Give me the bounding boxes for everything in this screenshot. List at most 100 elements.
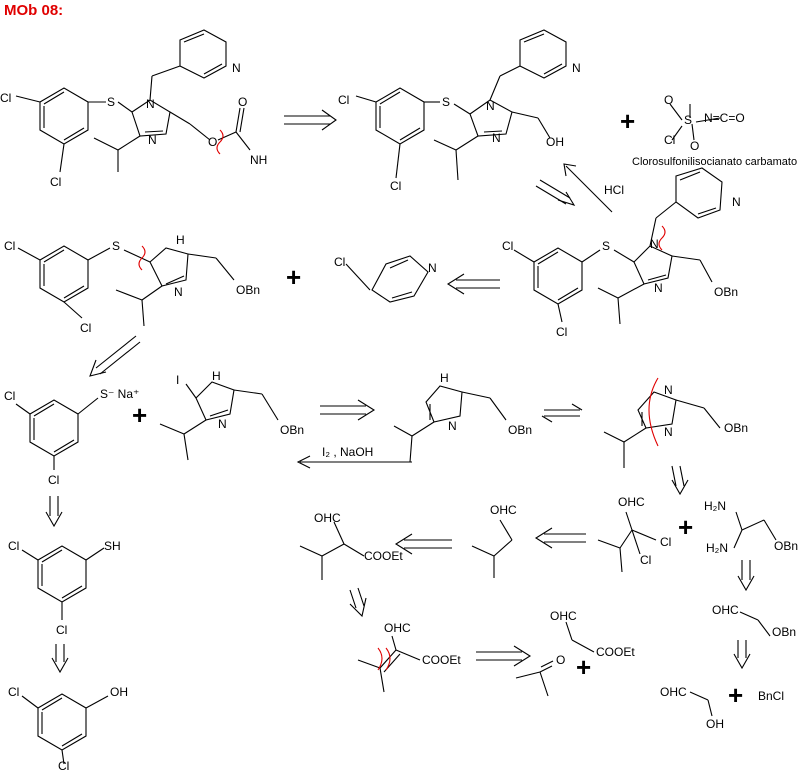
o-label: O (238, 95, 248, 109)
nh-label: H (212, 369, 221, 383)
obn-label: OBn (772, 625, 797, 639)
retro-arrow-8 (536, 528, 586, 548)
isocyanate-label: N=C=O (704, 111, 745, 125)
cl-label: Cl (338, 93, 350, 107)
cl-label: Cl (48, 473, 60, 487)
retro-arrow-10 (350, 588, 366, 616)
obn-label: OBn (774, 539, 799, 553)
thiolate (16, 398, 98, 470)
chloromethylpyridine (346, 256, 428, 302)
retro-arrow-12 (734, 640, 750, 668)
s-label: S (107, 95, 116, 109)
nh-label: H (176, 233, 185, 247)
oh-label: OH (110, 685, 128, 699)
retro-arrow-5 (320, 400, 374, 420)
retro-arrow-2 (536, 180, 574, 205)
dichloroaldehyde (598, 512, 656, 572)
retro-arrow-4 (90, 336, 140, 376)
thiolate-label: S⁻ Na⁺ (100, 387, 140, 401)
acetone (516, 661, 553, 696)
nh2-label: NH (250, 153, 268, 167)
ohc-label: OHC (314, 511, 341, 525)
hcl-label: HCl (604, 183, 624, 197)
n-label: N (664, 383, 673, 397)
n-label: N (732, 195, 741, 209)
obn-intermediate (514, 168, 722, 324)
n-label: N (146, 97, 155, 111)
dichlorophenol (22, 694, 108, 764)
ohc-label: OHC (618, 495, 645, 509)
equilibrium-arrow (542, 404, 582, 422)
ohc-label: OHC (490, 503, 517, 517)
dichlorothiophenol (22, 546, 104, 620)
cl-label: Cl (640, 553, 652, 567)
h2n-label: H₂N (706, 541, 728, 555)
ohc-label: OHC (712, 603, 739, 617)
n-label: N (650, 237, 659, 251)
ohc-label: OHC (550, 609, 577, 623)
ketoester (300, 522, 364, 580)
cl-label: Cl (556, 325, 568, 339)
n-label: N (492, 131, 501, 145)
retro-arrow-7 (396, 534, 452, 554)
forward-arrow-i2-naoh (298, 456, 412, 468)
ohc-label: OHC (660, 685, 687, 699)
cl-label: Cl (4, 389, 16, 403)
n-label: N (664, 425, 673, 439)
cl-label: Cl (0, 91, 12, 105)
alcohol-intermediate (356, 30, 566, 180)
cl-label: Cl (334, 255, 346, 269)
n-label: N (448, 419, 457, 433)
n-label: N (218, 417, 227, 431)
isovaleraldehyde (472, 520, 512, 578)
o-label: O (664, 93, 674, 107)
obn-label: OBn (236, 283, 261, 297)
s-label: S (112, 239, 121, 253)
n-label: N (148, 133, 157, 147)
n-label: N (654, 281, 663, 295)
nh-label: H (440, 371, 449, 385)
cl-label: Cl (50, 175, 62, 189)
target-molecule (16, 30, 250, 172)
oh-label: OH (546, 135, 564, 149)
bncl-label: BnCl (758, 689, 785, 703)
chlorosulfonyl-isocyanate (670, 104, 720, 140)
thiol-down-arrow-a (46, 496, 62, 526)
retro-arrow-6 (672, 466, 688, 494)
cl-label: Cl (80, 321, 92, 335)
n-label: N (572, 61, 581, 75)
cl-label: Cl (8, 539, 20, 553)
plus-sign: + (286, 262, 302, 292)
i2-naoh-label: I₂ , NaOH (322, 445, 374, 459)
o-label: O (208, 135, 218, 149)
plus-sign: + (678, 512, 694, 542)
retro-arrow-9 (738, 560, 754, 590)
h2n-label: H₂N (704, 499, 726, 513)
plus-sign: + (728, 680, 744, 710)
s-label: S (684, 113, 693, 127)
cl-label: Cl (390, 179, 402, 193)
retro-arrow-11 (476, 646, 530, 666)
sh-label: SH (104, 539, 121, 553)
cl-label: Cl (4, 239, 16, 253)
cl-label: Cl (58, 759, 70, 773)
obn-label: OBn (714, 285, 739, 299)
cl-label: Cl (56, 623, 68, 637)
obn-label: OBn (280, 423, 305, 437)
cl-label: Cl (502, 239, 514, 253)
retro-arrow-1 (284, 110, 336, 130)
imidazole-obn (394, 386, 506, 462)
n-label: N (174, 285, 183, 299)
n-label: N (428, 261, 437, 275)
obn-label: OBn (508, 423, 533, 437)
scheme-title: MOb 08: (4, 2, 64, 19)
oh-label: OH (706, 717, 724, 731)
obn-label: OBn (724, 421, 749, 435)
s-label: S (602, 239, 611, 253)
ohc-label: OHC (384, 621, 411, 635)
retro-arrow-3 (448, 274, 500, 294)
cl-label: Cl (660, 535, 672, 549)
glycolaldehyde (690, 692, 712, 716)
diamino-obn (734, 512, 776, 548)
imidazole-tautomer (604, 392, 720, 468)
